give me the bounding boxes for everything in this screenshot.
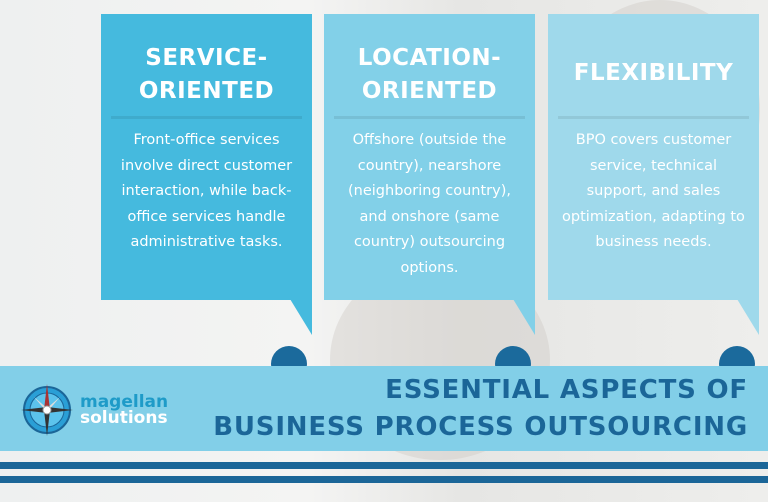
card-title-line: FLEXIBILITY bbox=[573, 60, 734, 86]
card-pointer bbox=[290, 299, 312, 335]
card-title-line: ORIENTED bbox=[138, 78, 275, 104]
decorative-stripe bbox=[0, 476, 768, 483]
logo-word-magellan: magellan bbox=[80, 392, 169, 412]
magellan-logo: magellan solutions bbox=[20, 383, 168, 437]
card-pointer bbox=[737, 299, 759, 335]
card-body: BPO covers customer service, technical s… bbox=[562, 132, 745, 250]
card-title-line: LOCATION- bbox=[357, 45, 502, 71]
card-title: LOCATION- ORIENTED bbox=[324, 42, 535, 108]
card-service-oriented: SERVICE- ORIENTED Front-office services … bbox=[101, 14, 312, 300]
card-title-line: SERVICE- bbox=[145, 45, 268, 71]
decorative-stripe bbox=[0, 462, 768, 469]
headline-line: BUSINESS PROCESS OUTSOURCING bbox=[213, 412, 748, 442]
title-banner: magellan solutions ESSENTIAL ASPECTS OF … bbox=[0, 366, 768, 451]
card-location-oriented: LOCATION- ORIENTED Offshore (outside the… bbox=[324, 14, 535, 300]
divider bbox=[334, 116, 525, 119]
card-title: FLEXIBILITY bbox=[548, 57, 759, 90]
divider bbox=[558, 116, 749, 119]
logo-word-solutions: solutions bbox=[80, 408, 168, 428]
card-body: Offshore (outside the country), nearshor… bbox=[348, 132, 511, 276]
card-title-line: ORIENTED bbox=[361, 78, 498, 104]
headline: ESSENTIAL ASPECTS OF BUSINESS PROCESS OU… bbox=[213, 372, 748, 446]
divider bbox=[111, 116, 302, 119]
compass-icon bbox=[21, 384, 73, 436]
card-body: Front-office services involve direct cus… bbox=[120, 132, 293, 250]
card-flexibility: FLEXIBILITY BPO covers customer service,… bbox=[548, 14, 759, 300]
headline-line: ESSENTIAL ASPECTS OF bbox=[385, 375, 748, 405]
card-pointer bbox=[513, 299, 535, 335]
card-title: SERVICE- ORIENTED bbox=[101, 42, 312, 108]
